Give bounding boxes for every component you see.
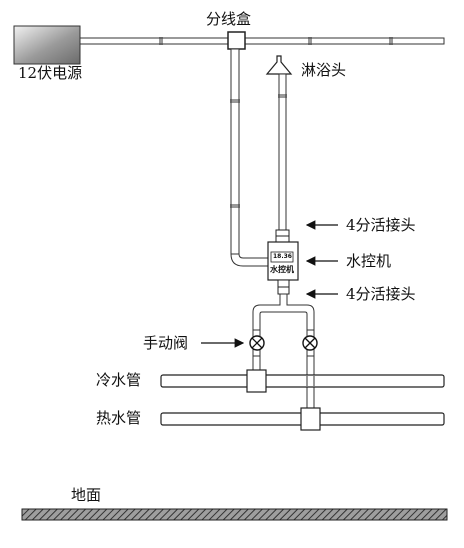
hot-tee — [300, 407, 321, 431]
shower-head — [265, 55, 293, 75]
vertical-conduit — [230, 48, 269, 267]
label-hot-water-pipe: 热水管 — [96, 409, 142, 427]
manual-valve-right — [302, 329, 318, 357]
cold-water-pipe — [160, 374, 445, 388]
power-supply-box — [13, 25, 81, 65]
controller-display-text: 18.36 — [273, 253, 292, 260]
vertical-conduit-joints — [230, 99, 240, 208]
controller-display — [270, 251, 294, 263]
cold-tee — [246, 369, 267, 393]
label-union-top: 4分活接头 — [346, 216, 416, 234]
label-manual-valve: 手动阀 — [143, 334, 189, 352]
junction-box — [227, 31, 246, 50]
mixing-pipes — [252, 293, 315, 339]
label-ground: 地面 — [71, 486, 102, 504]
label-shower-head: 淋浴头 — [301, 61, 347, 79]
top-conduit-joints — [159, 37, 393, 45]
label-junction-box: 分线盒 — [206, 10, 252, 28]
label-union-bottom: 4分活接头 — [346, 285, 416, 303]
top-conduit — [79, 37, 445, 45]
label-cold-water-pipe: 冷水管 — [96, 371, 142, 389]
label-power-supply: 12伏电源 — [18, 64, 83, 82]
manual-valve-left — [249, 329, 265, 357]
label-water-controller: 水控机 — [346, 252, 392, 270]
ground-hatch — [21, 508, 448, 521]
controller-name-text: 水控机 — [270, 265, 294, 274]
